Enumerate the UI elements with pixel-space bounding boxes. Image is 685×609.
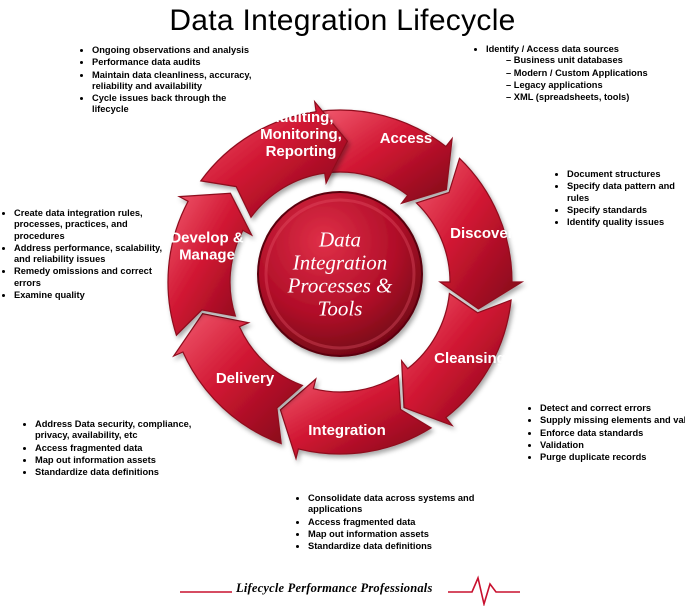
discovery-notes: Document structures Specify data pattern… (553, 169, 685, 229)
integration-note: Consolidate data across systems and appl… (308, 493, 488, 516)
integration-stage-label: Integration (308, 422, 386, 439)
auditing-stage-arrow (199, 99, 349, 219)
discovery-note: Specify standards (567, 205, 685, 216)
integration-note: Access fragmented data (308, 517, 488, 528)
integration-stage-arrow (279, 374, 433, 461)
cleansing-stage-arrow (400, 292, 512, 427)
develop-notes: Create data integration rules, processes… (0, 208, 172, 302)
develop-note: Create data integration rules, processes… (14, 208, 172, 242)
access-note: Identify / Access data sources Business … (486, 44, 685, 103)
access-notes: Identify / Access data sources Business … (472, 44, 685, 104)
integration-note: Standardize data definitions (308, 541, 488, 552)
develop-note: Examine quality (14, 290, 172, 301)
cleansing-stage-label: Cleansing (434, 350, 506, 367)
integration-notes: Consolidate data across systems and appl… (294, 493, 488, 553)
access-sources: Business unit databases Modern / Custom … (486, 55, 685, 103)
delivery-note: Address Data security, compliance, priva… (35, 419, 215, 442)
delivery-note: Map out information assets (35, 455, 215, 466)
develop-note: Address performance, scalability, and re… (14, 243, 172, 266)
center-circle (257, 191, 423, 357)
access-source: XML (spreadsheets, tools) (506, 92, 685, 103)
cleansing-note: Detect and correct errors (540, 403, 685, 414)
delivery-stage-arrow (172, 313, 304, 445)
delivery-notes: Address Data security, compliance, priva… (21, 419, 215, 479)
access-source: Legacy applications (506, 80, 685, 91)
discovery-stage-arrow (415, 157, 525, 310)
cleansing-notes: Detect and correct errors Supply missing… (526, 403, 685, 464)
discovery-note: Specify data pattern and rules (567, 181, 685, 204)
auditing-note: Maintain data cleanliness, accuracy, rel… (92, 70, 252, 93)
cleansing-note: Validation (540, 440, 685, 451)
cleansing-note: Enforce data standards (540, 428, 685, 439)
footer-brand: Lifecycle Performance Professionals (236, 581, 433, 595)
arrow-ring (167, 99, 525, 461)
discovery-note: Document structures (567, 169, 685, 180)
footer-heartbeat-line (180, 575, 520, 606)
integration-note: Map out information assets (308, 529, 488, 540)
develop-note: Remedy omissions and correct errors (14, 266, 172, 289)
page-title: Data Integration Lifecycle (169, 4, 516, 37)
access-note-main: Identify / Access data sources (486, 44, 619, 54)
access-source: Business unit databases (506, 55, 685, 66)
auditing-note: Cycle issues back through the lifecycle (92, 93, 252, 116)
auditing-note: Ongoing observations and analysis (92, 45, 252, 56)
auditing-notes: Ongoing observations and analysis Perfor… (78, 45, 252, 117)
delivery-stage-label: Delivery (216, 370, 275, 387)
discovery-note: Identify quality issues (567, 217, 685, 228)
develop-stage-arrow (167, 192, 254, 337)
discovery-stage-label: Discovery (450, 225, 522, 242)
auditing-stage-label: Auditing,Monitoring,Reporting (260, 109, 342, 160)
cleansing-note: Supply missing elements and value (540, 415, 685, 426)
cleansing-note: Purge duplicate records (540, 452, 685, 463)
develop-stage-label: Develop &Manage (170, 230, 244, 264)
access-stage-label: Access (380, 130, 433, 147)
access-source: Modern / Custom Applications (506, 68, 685, 79)
delivery-note: Standardize data definitions (35, 467, 215, 478)
access-stage-arrow (315, 109, 453, 205)
delivery-note: Access fragmented data (35, 443, 215, 454)
auditing-note: Performance data audits (92, 57, 252, 68)
